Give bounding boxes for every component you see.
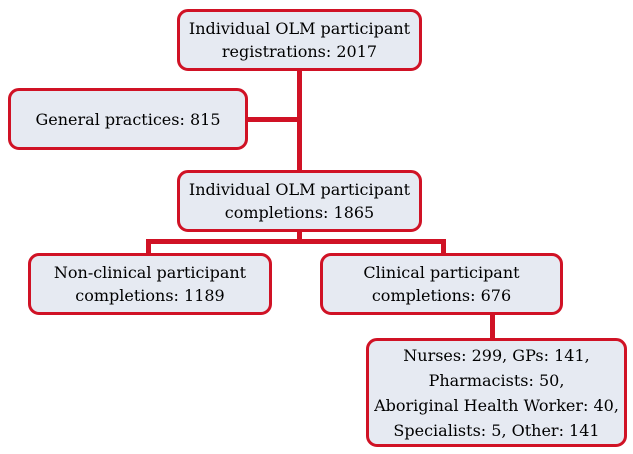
node-breakdown-line-4: Specialists: 5, Other: 141 xyxy=(393,420,600,440)
node-breakdown: Nurses: 299, GPs: 141, Pharmacists: 50, … xyxy=(366,338,627,447)
node-general-practices-line-1: General practices: 815 xyxy=(35,109,221,129)
connector-clinical-to-breakdown xyxy=(490,313,495,340)
node-completions-line-2: completions: 1865 xyxy=(224,203,375,222)
connector-completions-stub xyxy=(297,229,302,244)
node-registrations-line-1: Individual OLM participant xyxy=(188,19,411,38)
connector-general-practices-branch xyxy=(245,117,300,122)
node-registrations: Individual OLM participant registrations… xyxy=(177,9,422,71)
node-breakdown-line-3: Aboriginal Health Worker: 40, xyxy=(374,395,619,415)
node-clinical-line-1: Clinical participant xyxy=(363,263,520,282)
node-clinical-line-2: completions: 676 xyxy=(371,286,512,305)
node-breakdown-line-1: Nurses: 299, GPs: 141, xyxy=(403,345,590,365)
node-completions: Individual OLM participant completions: … xyxy=(177,170,422,232)
node-non-clinical-line-1: Non-clinical participant xyxy=(53,263,247,282)
connector-split-bar xyxy=(146,239,446,244)
node-non-clinical-line-2: completions: 1189 xyxy=(75,286,225,305)
node-registrations-line-2: registrations: 2017 xyxy=(221,42,378,61)
node-non-clinical: Non-clinical participant completions: 11… xyxy=(28,253,272,315)
node-breakdown-line-2: Pharmacists: 50, xyxy=(428,370,565,390)
node-general-practices: General practices: 815 xyxy=(8,88,248,150)
connector-drop-non-clinical xyxy=(146,239,151,255)
node-clinical: Clinical participant completions: 676 xyxy=(320,253,563,315)
connector-drop-clinical xyxy=(441,239,446,255)
node-completions-line-1: Individual OLM participant xyxy=(188,180,411,199)
